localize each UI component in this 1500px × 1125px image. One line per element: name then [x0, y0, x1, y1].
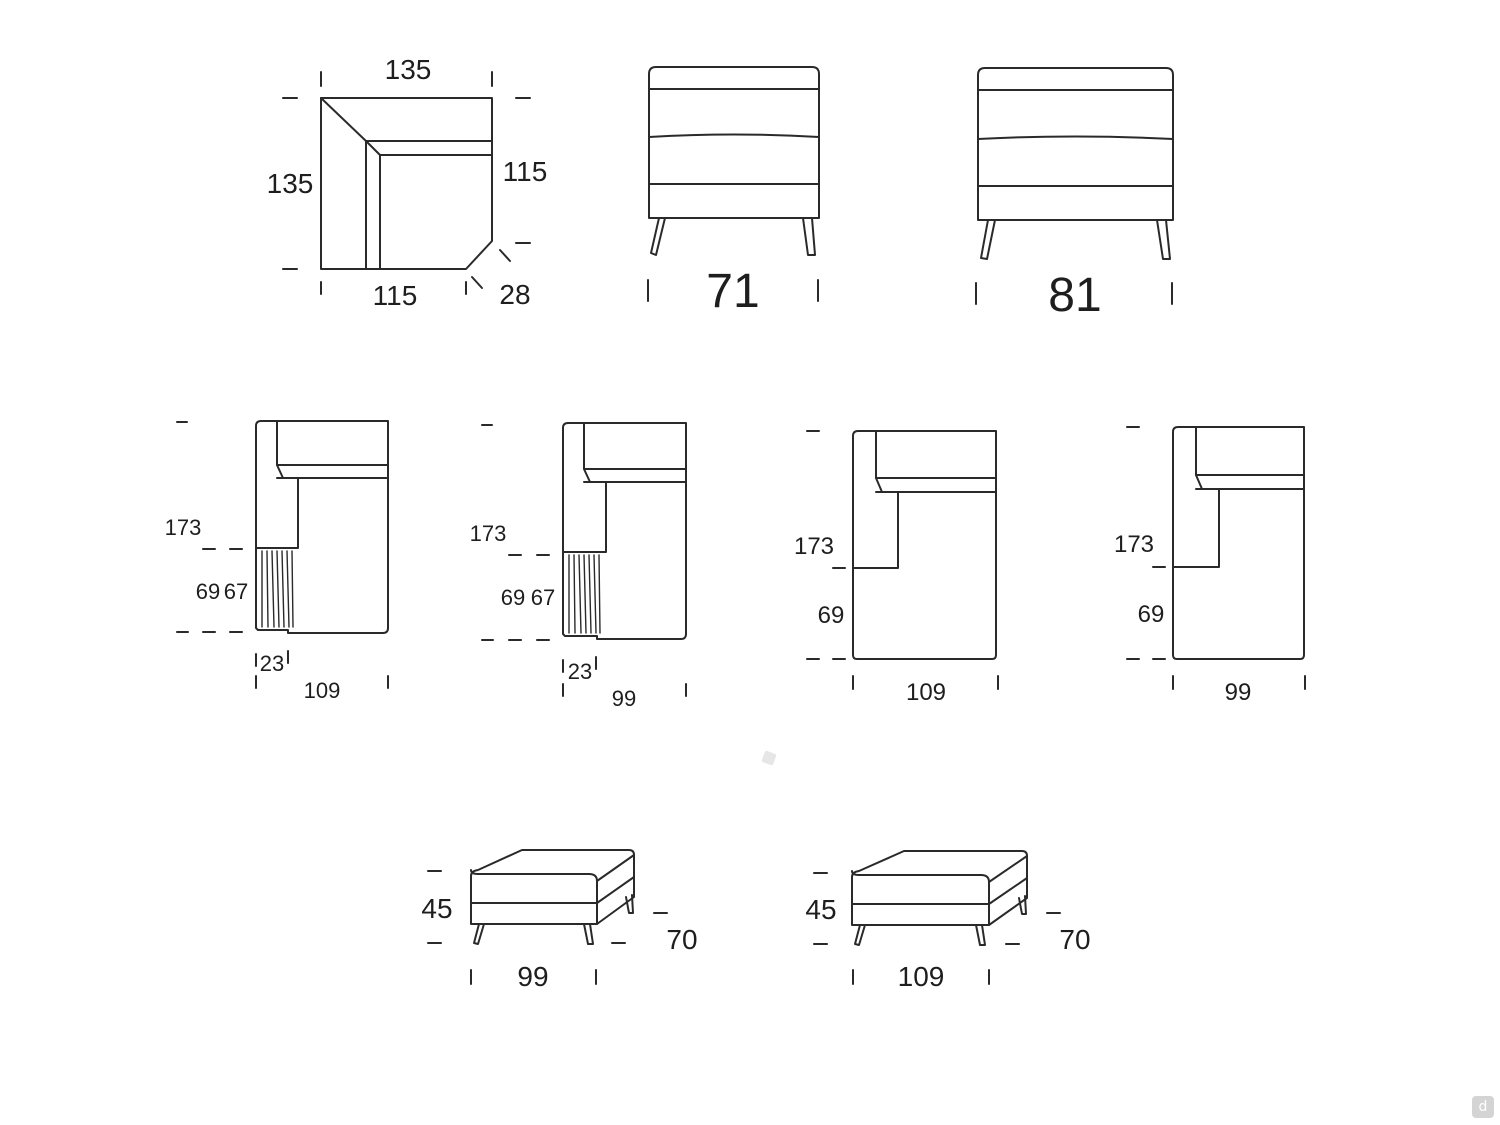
chaise-storage-109-inner-height-label: 67 [224, 579, 248, 604]
chaise-109-length-label: 173 [794, 533, 834, 560]
chaise-storage-109-width-label: 109 [304, 678, 341, 703]
armrest-71-drawing: 71 [647, 66, 820, 318]
ottoman-109-width-label: 109 [898, 961, 945, 992]
chaise-109-seat-height-label: 69 [818, 602, 845, 629]
chaise-storage-109-arm-width-label: 23 [260, 651, 284, 676]
chaise-storage-99-length-label: 173 [470, 521, 507, 546]
chaise-99-length-label: 173 [1114, 531, 1154, 558]
corner-inner-right-label: 115 [503, 156, 548, 187]
corner-depth-left-label: 135 [267, 168, 314, 199]
chaise-storage-99-width-label: 99 [612, 686, 636, 711]
chaise-99-drawing: 173 69 99 [1114, 426, 1306, 706]
ottoman-99-height-label: 45 [421, 893, 452, 924]
chaise-storage-99-drawing: 173 69 67 23 99 [470, 422, 687, 711]
ottoman-109-height-label: 45 [805, 894, 836, 925]
corner-inner-bottom-label: 115 [373, 280, 418, 311]
logo-badge-icon: d [1472, 1096, 1494, 1118]
armrest-71-width-label: 71 [706, 265, 759, 318]
corner-module-drawing: 135 135 115 115 28 [267, 54, 548, 311]
armrest-81-drawing: 81 [975, 67, 1174, 322]
ottoman-99-depth-label: 70 [666, 924, 697, 955]
chaise-109-drawing: 173 69 109 [794, 430, 999, 706]
chaise-109-width-label: 109 [906, 679, 946, 706]
chaise-storage-99-seat-height-label: 69 [501, 585, 525, 610]
chaise-99-width-label: 99 [1225, 679, 1252, 706]
armrest-81-width-label: 81 [1048, 269, 1101, 322]
ottoman-99-width-label: 99 [517, 961, 548, 992]
chaise-99-seat-height-label: 69 [1138, 601, 1165, 628]
ottoman-99-drawing: 45 70 99 [421, 849, 698, 992]
corner-width-top-label: 135 [385, 54, 432, 85]
chaise-storage-109-seat-height-label: 69 [196, 579, 220, 604]
chaise-storage-99-inner-height-label: 67 [531, 585, 555, 610]
ottoman-109-drawing: 45 70 109 [805, 850, 1091, 992]
chaise-storage-109-drawing: 173 69 67 23 109 [165, 420, 389, 703]
chaise-storage-109-length-label: 173 [165, 515, 202, 540]
chaise-storage-99-arm-width-label: 23 [568, 659, 592, 684]
ottoman-109-depth-label: 70 [1059, 924, 1090, 955]
corner-cut-label: 28 [499, 279, 530, 310]
